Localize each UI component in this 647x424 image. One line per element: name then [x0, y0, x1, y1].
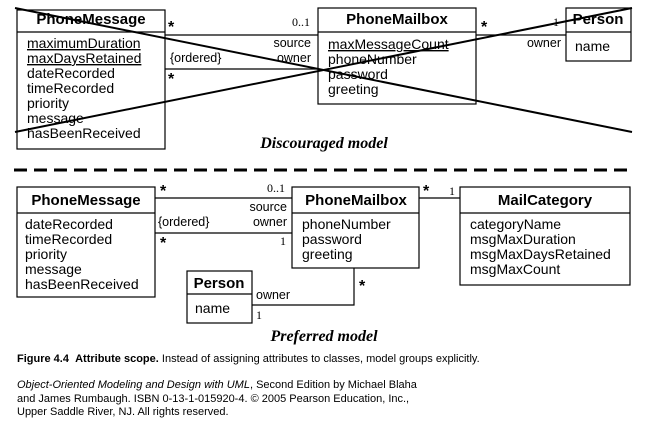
class-attribute: dateRecorded [25, 216, 113, 232]
class-name: PhoneMessage [31, 192, 140, 209]
figure-caption: Figure 4.4 Attribute scope. Instead of a… [17, 353, 480, 365]
class-attribute: maximumDuration [27, 35, 141, 51]
discouraged-person-class: Person name [565, 7, 632, 62]
role-owner-label: owner [253, 215, 287, 229]
multiplicity-label: 1 [449, 184, 455, 198]
class-attribute: greeting [328, 81, 379, 97]
role-source-label: source [273, 36, 311, 50]
discouraged-message-mailbox-association: * 0..1 source {ordered} owner * [165, 15, 318, 88]
class-attribute: priority [27, 95, 69, 111]
figure-caption-text: Instead of assigning attributes to class… [161, 353, 480, 365]
copyright-credit: Object-Oriented Modeling and Design with… [17, 379, 437, 420]
class-attribute: msgMaxDuration [470, 231, 576, 247]
class-name: PhoneMessage [36, 11, 145, 28]
class-attribute: dateRecorded [27, 65, 115, 81]
class-attribute: categoryName [470, 216, 561, 232]
multiplicity-many: * [160, 183, 167, 200]
preferred-message-mailbox-association: * 0..1 source {ordered} owner * 1 [155, 181, 292, 252]
class-attribute: priority [25, 246, 67, 262]
credit-line: and James Rumbaugh. ISBN 0-13-1-015920-4… [17, 392, 410, 405]
preferred-phonemessage-class: PhoneMessage dateRecorded timeRecorded p… [16, 186, 156, 298]
class-name: Person [194, 275, 245, 292]
class-attribute: phoneNumber [302, 216, 391, 232]
class-attribute: maxDaysRetained [27, 50, 141, 66]
class-attribute: hasBeenReceived [27, 125, 141, 141]
role-owner-label: owner [527, 36, 561, 50]
multiplicity-many: * [481, 19, 488, 36]
class-attribute: password [302, 231, 362, 247]
class-attribute: greeting [302, 246, 353, 262]
model-title: Preferred model [269, 328, 378, 345]
multiplicity-label: 0..1 [292, 15, 310, 29]
preferred-person-mailbox-association: owner 1 * [252, 268, 366, 322]
discouraged-model: PhoneMessage maximumDuration maxDaysReta… [14, 7, 633, 152]
preferred-person-class: Person name [186, 270, 253, 324]
multiplicity-many: * [423, 183, 430, 200]
class-attribute: hasBeenReceived [25, 276, 139, 292]
class-attribute: message [25, 261, 82, 277]
multiplicity-many: * [160, 235, 167, 252]
strike-through-cross [14, 7, 633, 133]
multiplicity-label: 1 [256, 308, 262, 322]
discouraged-mailbox-person-association: * 1 owner [476, 15, 566, 50]
figure-heading: Attribute scope. [75, 353, 159, 365]
class-attribute: maxMessageCount [328, 36, 449, 52]
class-attribute: name [575, 38, 610, 54]
class-name: Person [573, 11, 624, 28]
figure-number: Figure 4.4 [17, 353, 69, 365]
class-attribute: msgMaxDaysRetained [470, 246, 611, 262]
multiplicity-many: * [168, 19, 175, 36]
multiplicity-label: 0..1 [267, 181, 285, 195]
multiplicity-label: 1 [280, 234, 286, 248]
role-source-label: source [249, 200, 287, 214]
class-attribute: password [328, 66, 388, 82]
multiplicity-label: 1 [553, 15, 559, 29]
credit-line: Upper Saddle River, NJ. All rights reser… [17, 406, 229, 418]
class-name: MailCategory [498, 192, 593, 209]
role-owner-label: owner [256, 288, 290, 302]
preferred-model: PhoneMessage dateRecorded timeRecorded p… [16, 181, 631, 345]
ordered-constraint: {ordered} [170, 51, 221, 65]
role-owner-label: owner [277, 51, 311, 65]
class-attribute: name [195, 300, 230, 316]
class-name: PhoneMailbox [346, 11, 448, 28]
preferred-mailbox-category-association: * 1 [419, 183, 460, 200]
preferred-mailcategory-class: MailCategory categoryName msgMaxDuration… [459, 186, 631, 286]
class-attribute: timeRecorded [27, 80, 114, 96]
class-name: PhoneMailbox [305, 192, 407, 209]
book-title: Object-Oriented Modeling and Design with… [17, 379, 250, 391]
preferred-phonemailbox-class: PhoneMailbox phoneNumber password greeti… [291, 186, 420, 269]
ordered-constraint: {ordered} [158, 215, 209, 229]
class-attribute: msgMaxCount [470, 261, 560, 277]
multiplicity-many: * [168, 71, 175, 88]
model-title: Discouraged model [259, 135, 388, 152]
class-attribute: timeRecorded [25, 231, 112, 247]
credit-line: , Second Edition by Michael Blaha [249, 379, 417, 391]
multiplicity-many: * [359, 278, 366, 295]
